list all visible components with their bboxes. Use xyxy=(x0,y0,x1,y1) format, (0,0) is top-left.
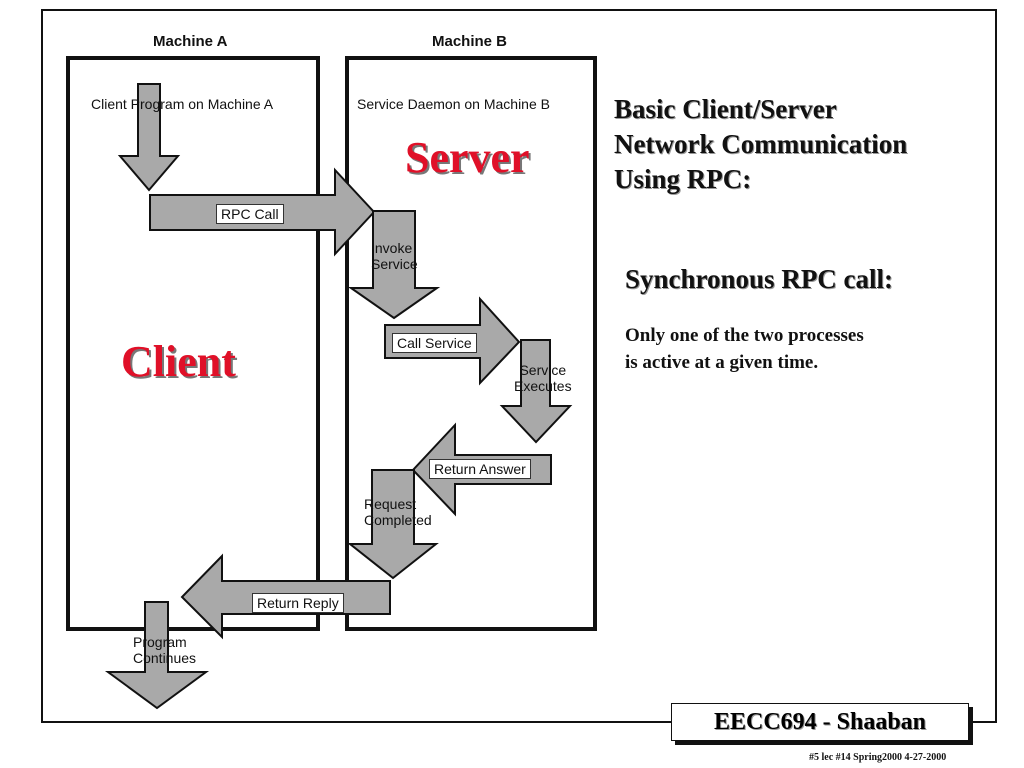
service-executes-label: Service Executes xyxy=(514,362,572,394)
return-answer-label: Return Answer xyxy=(429,459,531,479)
invoke-service-label: Invoke Service xyxy=(371,240,418,272)
machine-a-title: Machine A xyxy=(153,33,228,50)
invoke-service-down-arrow xyxy=(347,210,441,320)
service-executes-line-2: Executes xyxy=(514,378,572,394)
heading-line-2: Network Communication xyxy=(614,129,908,159)
request-completed-down-arrow xyxy=(347,469,439,580)
slide-body: Only one of the two processes is active … xyxy=(625,322,864,376)
heading-line-3: Using RPC: xyxy=(614,164,752,194)
heading-line-1: Basic Client/Server xyxy=(614,94,837,124)
slide-frame xyxy=(41,9,997,723)
program-continues-line-2: Continues xyxy=(133,650,197,666)
machine-b-title: Machine B xyxy=(432,33,508,50)
course-footer-badge: EECC694 - Shaaban xyxy=(671,703,969,741)
request-completed-line-2: Completed xyxy=(364,512,432,528)
program-continues-down-arrow xyxy=(104,601,210,710)
client-label: Client xyxy=(121,337,236,386)
machine-b-box xyxy=(345,56,597,631)
rpc-call-label: RPC Call xyxy=(216,204,284,224)
request-completed-line-1: Request xyxy=(364,496,417,512)
client-start-down-arrow xyxy=(117,83,181,192)
body-line-1: Only one of the two processes xyxy=(625,325,864,346)
call-service-label: Call Service xyxy=(392,333,477,353)
slide-subheading: Synchronous RPC call: xyxy=(625,264,894,294)
program-continues-line-1: Program xyxy=(133,634,187,650)
client-program-label: Client Program on Machine A xyxy=(91,96,274,112)
server-label: Server xyxy=(405,133,530,182)
service-executes-down-arrow xyxy=(499,339,573,444)
return-reply-label: Return Reply xyxy=(252,593,344,613)
invoke-service-line-2: Service xyxy=(371,256,418,272)
request-completed-label: Request Completed xyxy=(364,496,432,528)
service-executes-line-1: Service xyxy=(519,362,567,378)
service-daemon-label: Service Daemon on Machine B xyxy=(357,96,550,112)
body-line-2: is active at a given time. xyxy=(625,352,819,373)
slide-heading: Basic Client/Server Network Communicatio… xyxy=(614,92,907,197)
invoke-service-line-1: Invoke xyxy=(371,240,413,256)
footer-note: #5 lec #14 Spring2000 4-27-2000 xyxy=(809,752,947,763)
machine-a-box xyxy=(66,56,320,631)
program-continues-label: Program Continues xyxy=(133,634,196,666)
